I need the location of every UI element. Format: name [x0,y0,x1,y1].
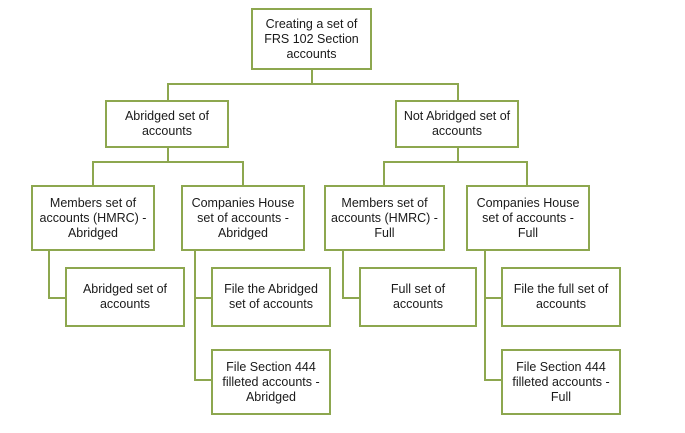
edge-ch-full-elbow-1 [484,297,502,299]
node-not-abridged-set[interactable]: Not Abridged set of accounts [395,100,519,148]
edge-not-abridged-bus [383,161,528,163]
edge-members-abridged-stem [48,251,50,298]
node-companies-house-full[interactable]: Companies House set of accounts - Full [466,185,590,251]
edge-abridged-bus [92,161,244,163]
edge-not-abridged-stem [457,148,459,162]
node-abridged-set[interactable]: Abridged set of accounts [105,100,229,148]
edge-root-bus [167,83,459,85]
edge-members-full-stem [342,251,344,298]
node-abridged-set-of-accounts-label: Abridged set of accounts [82,282,168,311]
edge-ch-abridged-stem [194,251,196,380]
node-members-hmrc-full[interactable]: Members set of accounts (HMRC) - Full [324,185,445,251]
edge-to-not-abridged [457,83,459,100]
edge-to-ch-abridged [242,161,244,185]
node-companies-house-abridged[interactable]: Companies House set of accounts - Abridg… [181,185,305,251]
edge-ch-full-stem [484,251,486,380]
node-section444-abridged[interactable]: File Section 444 filleted accounts - Abr… [211,349,331,415]
node-section444-full[interactable]: File Section 444 filleted accounts - Ful… [501,349,621,415]
node-members-hmrc-abridged-label: Members set of accounts (HMRC) - Abridge… [39,195,147,240]
edge-to-abridged [167,83,169,100]
node-root-label: Creating a set of FRS 102 Section accoun… [264,16,359,61]
node-full-set-of-accounts[interactable]: Full set of accounts [359,267,477,327]
edge-abridged-stem [167,148,169,162]
node-not-abridged-set-label: Not Abridged set of accounts [403,109,511,138]
edge-ch-abridged-elbow-2 [194,379,212,381]
node-file-full-set[interactable]: File the full set of accounts [501,267,621,327]
node-members-hmrc-abridged[interactable]: Members set of accounts (HMRC) - Abridge… [31,185,155,251]
node-section444-full-label: File Section 444 filleted accounts - Ful… [512,359,610,404]
node-members-hmrc-full-label: Members set of accounts (HMRC) - Full [331,195,438,240]
edge-members-full-elbow [342,297,360,299]
node-abridged-set-label: Abridged set of accounts [124,109,210,138]
node-root[interactable]: Creating a set of FRS 102 Section accoun… [251,8,372,70]
edge-to-members-full [383,161,385,185]
node-file-full-set-label: File the full set of accounts [513,282,609,311]
node-section444-abridged-label: File Section 444 filleted accounts - Abr… [222,359,320,404]
edge-to-members-abridged [92,161,94,185]
node-full-set-of-accounts-label: Full set of accounts [390,282,446,311]
node-companies-house-full-label: Companies House set of accounts - Full [476,195,580,240]
edge-to-ch-full [526,161,528,185]
edge-ch-abridged-elbow-1 [194,297,212,299]
node-file-abridged-set[interactable]: File the Abridged set of accounts [211,267,331,327]
node-companies-house-abridged-label: Companies House set of accounts - Abridg… [191,195,295,240]
node-abridged-set-of-accounts[interactable]: Abridged set of accounts [65,267,185,327]
node-file-abridged-set-label: File the Abridged set of accounts [224,282,318,311]
edge-root-stem [311,70,313,84]
edge-ch-full-elbow-2 [484,379,502,381]
